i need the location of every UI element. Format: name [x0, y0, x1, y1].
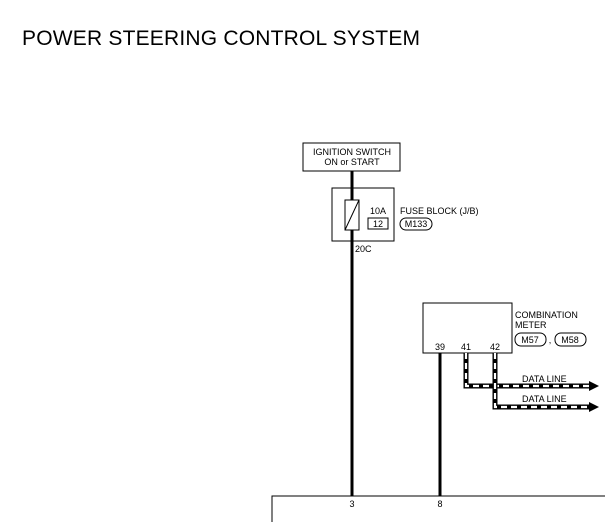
combination-meter-label: COMBINATION [515, 310, 578, 320]
data-line-1-label: DATA LINE [522, 374, 567, 384]
meter-connector-1: M57 [521, 335, 539, 345]
data-line-2-label: DATA LINE [522, 394, 567, 404]
meter-connector-2: M58 [561, 335, 579, 345]
fuse-terminal-label: 20C [355, 244, 372, 254]
fuse-block: 10A 12 FUSE BLOCK (J/B) M133 [331, 187, 479, 242]
meter-pin-39: 39 [435, 342, 445, 352]
fuse-block-connector: M133 [405, 219, 428, 229]
control-unit-pin-8: 8 [437, 499, 442, 509]
fuse-block-connector-badge [399, 217, 433, 231]
fuse-number: 12 [373, 219, 383, 229]
fuse-block-label: FUSE BLOCK (J/B) [400, 206, 479, 216]
ignition-switch-label: IGNITION SWITCH [313, 147, 391, 157]
meter-pin-41: 41 [461, 342, 471, 352]
data-line-2: DATA LINE [492, 353, 599, 412]
fuse-amperage: 10A [370, 206, 386, 216]
ignition-switch: IGNITION SWITCH ON or START [302, 142, 401, 172]
fuse-number-box [367, 217, 389, 230]
meter-connector-badge-2 [554, 332, 587, 347]
control-unit-pin-3: 3 [349, 499, 354, 509]
combination-meter: COMBINATION METER M57 , M58 39 41 42 [422, 302, 587, 354]
data-line-1: DATA LINE [463, 353, 599, 391]
combination-meter-label-2: METER [515, 320, 547, 330]
control-unit: 3 8 [271, 495, 605, 522]
meter-connector-badge-1 [514, 332, 547, 347]
ignition-switch-state: ON or START [324, 157, 380, 167]
page-title: POWER STEERING CONTROL SYSTEM [22, 27, 421, 50]
meter-pin-42: 42 [490, 342, 500, 352]
meter-connector-separator: , [549, 335, 552, 345]
